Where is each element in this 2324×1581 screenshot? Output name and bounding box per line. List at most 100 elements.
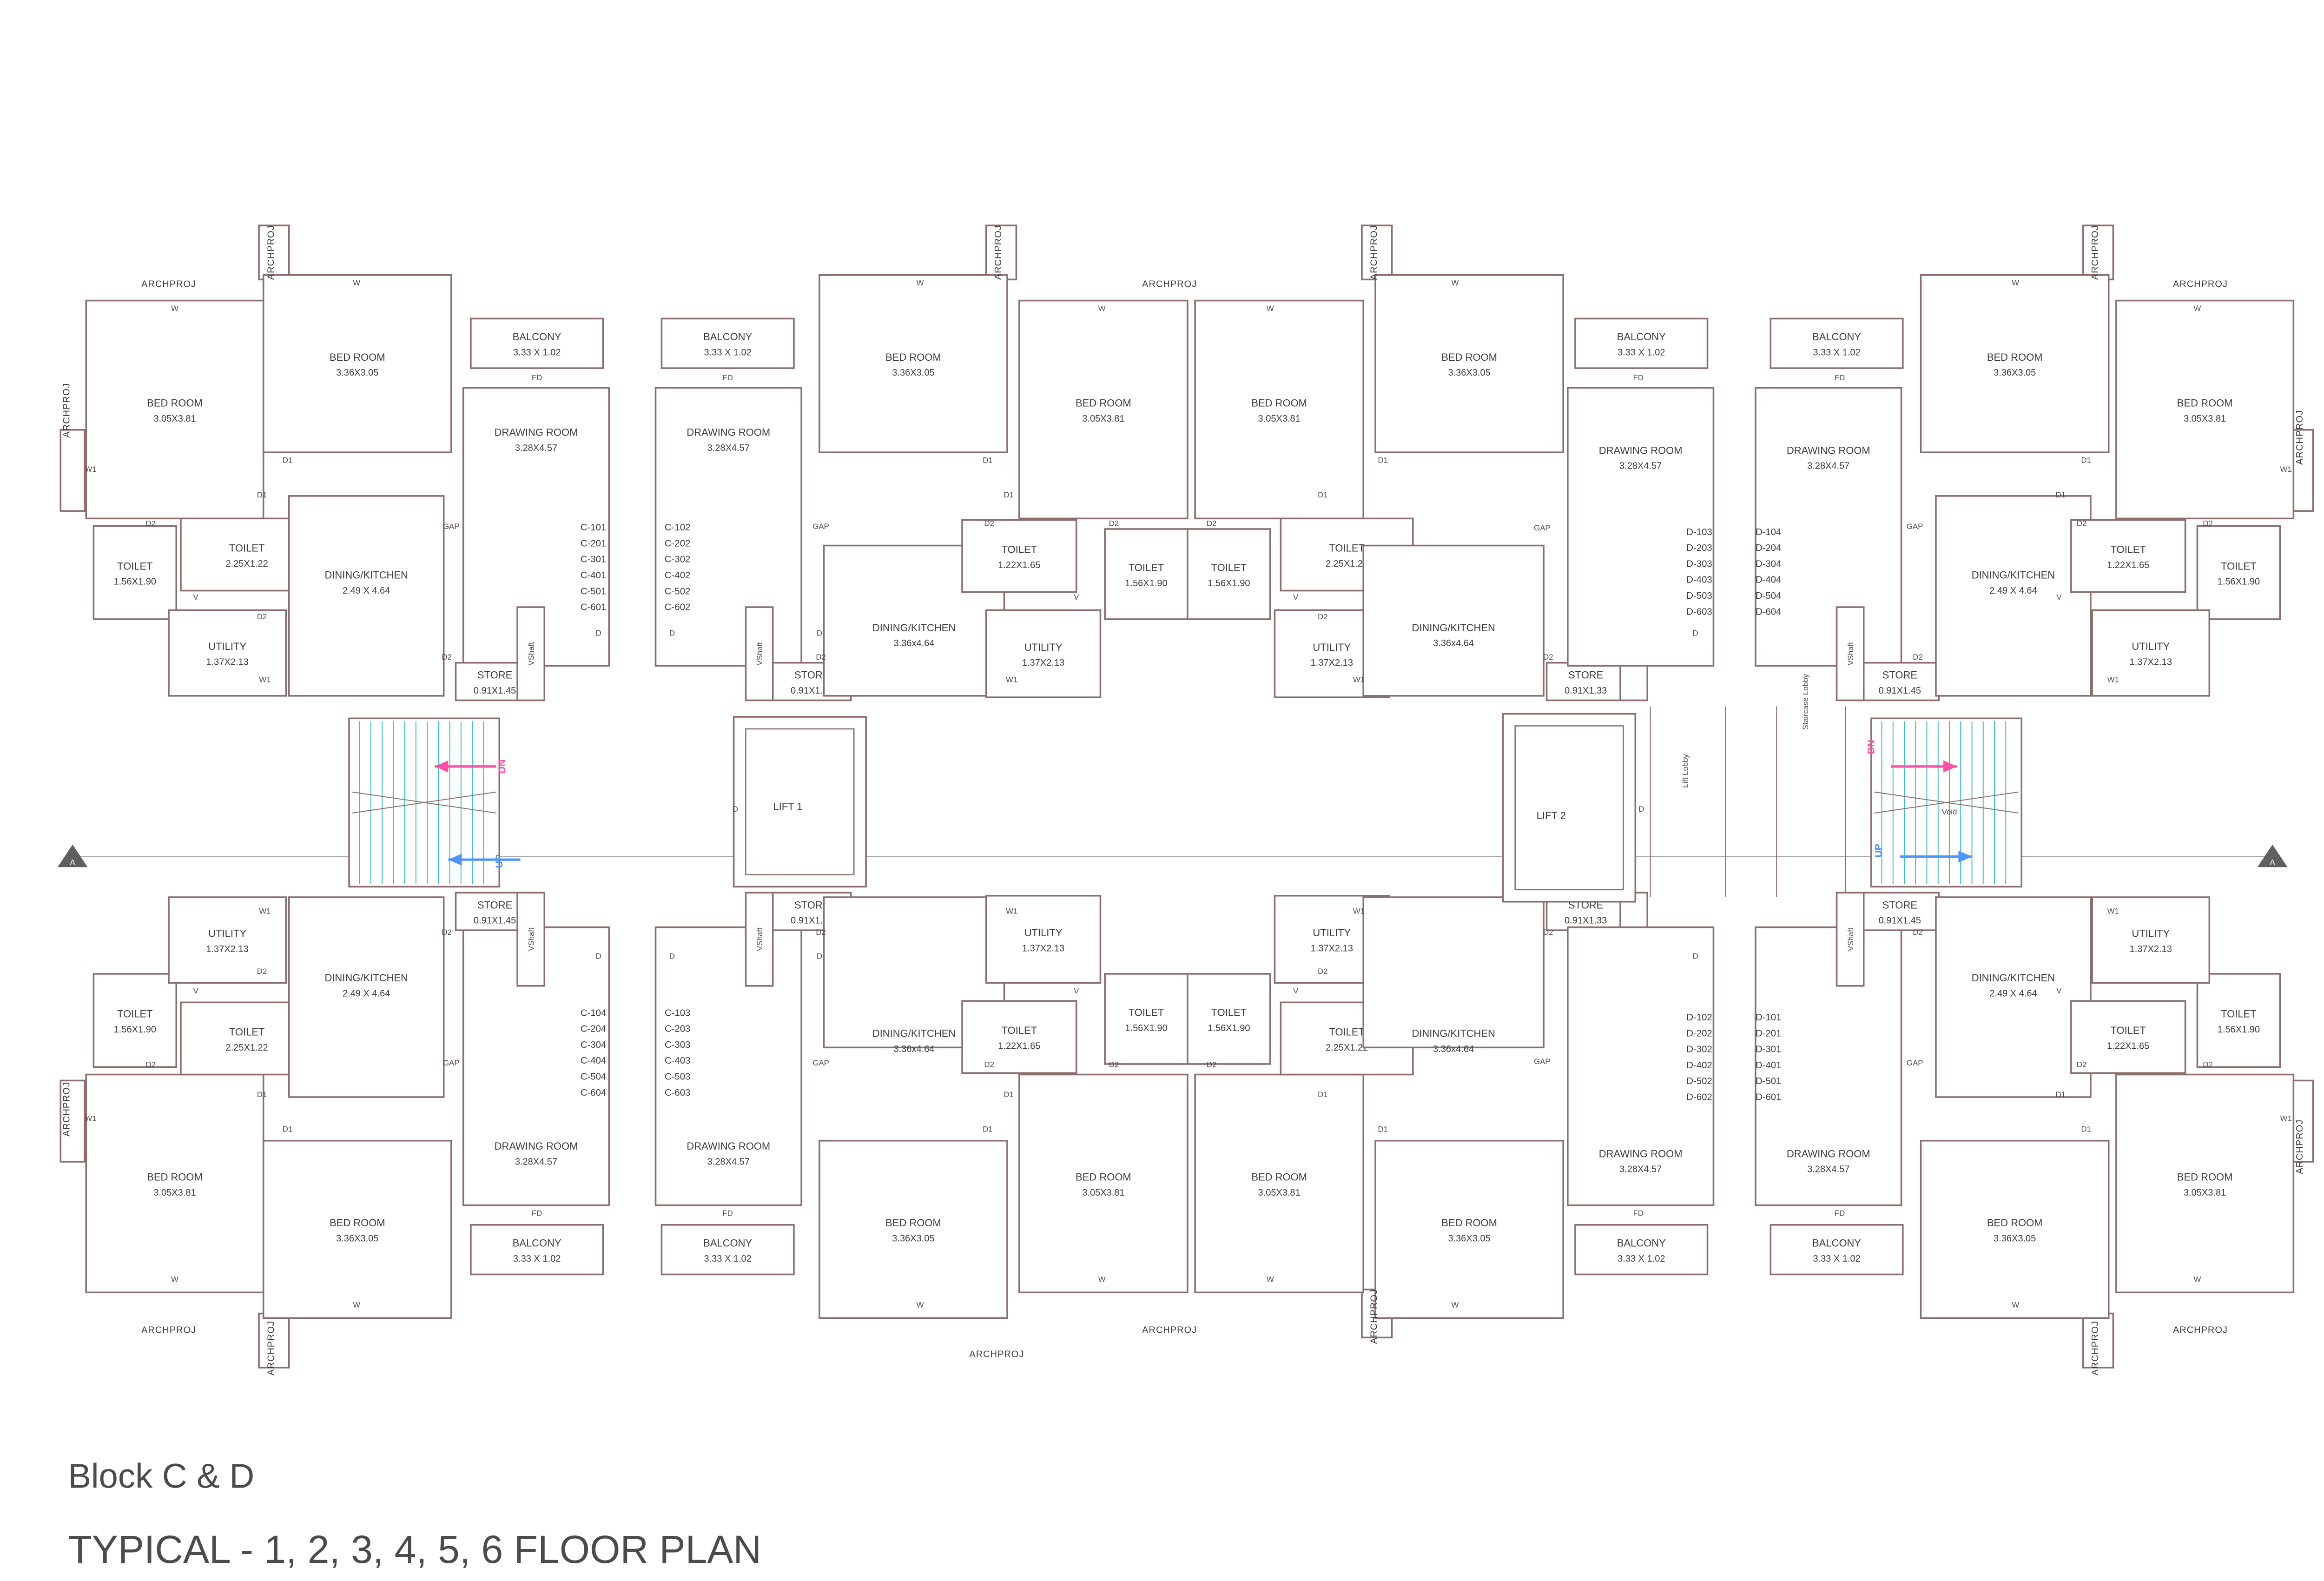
drawing-room-label: DRAWING ROOM xyxy=(495,427,578,438)
drawing-room-outline xyxy=(654,387,802,667)
bed-room-dimensions: 3.36X3.05 xyxy=(336,1233,378,1244)
drawing-room-dimensions: 3.28X4.57 xyxy=(515,1157,557,1167)
lift-label: LIFT 1 xyxy=(773,801,802,813)
small-label-d2: D2 xyxy=(1543,653,1553,662)
section-marker: A xyxy=(57,844,88,867)
bed-room-dimensions: 3.36X3.05 xyxy=(1994,368,2036,378)
dining-kitchen-label: DINING/KITCHEN xyxy=(1412,1028,1495,1039)
drawing-room-label: DRAWING ROOM xyxy=(687,1140,770,1152)
small-label-fd: FD xyxy=(722,373,733,382)
lift-outline xyxy=(1502,713,1637,903)
unit-number: C-604 xyxy=(581,1088,606,1098)
balcony-outline xyxy=(1574,318,1709,369)
store-dimensions: 0.91X1.45 xyxy=(474,686,516,696)
bed-room-dimensions: 3.36X3.05 xyxy=(1448,1233,1490,1244)
unit-number: D-302 xyxy=(1686,1045,1712,1055)
drawing-room-outline xyxy=(654,926,802,1206)
unit-number: C-503 xyxy=(665,1072,690,1082)
lobby-label: Void xyxy=(1942,807,1957,816)
drawing-room-outline xyxy=(1567,387,1715,667)
small-label-d: D xyxy=(733,805,738,814)
toilet-outline xyxy=(1187,973,1271,1065)
balcony-label: BALCONY xyxy=(1812,331,1861,343)
store-label: STORE xyxy=(477,899,512,911)
small-label-gap: GAP xyxy=(1907,522,1923,531)
archproj-label-vertical: ARCHPROJ xyxy=(266,225,276,280)
small-label-d2: D2 xyxy=(146,519,156,528)
small-label-fd: FD xyxy=(1835,373,1845,382)
bed-room-label: BED ROOM xyxy=(330,351,385,363)
store-dimensions: 0.91X1.33 xyxy=(791,686,833,696)
small-label-d: D xyxy=(596,952,601,961)
drawing-room-dimensions: 3.28X4.57 xyxy=(1619,461,1662,471)
toilet-dimensions: 1.56X1.90 xyxy=(114,1025,156,1035)
utility-outline xyxy=(2091,609,2211,697)
small-label-w: W xyxy=(2194,1275,2201,1284)
small-label-gap: GAP xyxy=(1534,1057,1550,1066)
store-dimensions: 0.91X1.33 xyxy=(1565,686,1607,696)
archproj-tab xyxy=(985,225,1017,281)
store-dimensions: 0.91X1.45 xyxy=(474,916,516,926)
dining-kitchen-outline xyxy=(288,896,445,1098)
dining-kitchen-label: DINING/KITCHEN xyxy=(1972,972,2055,984)
dn-arrow-head xyxy=(435,760,449,773)
bed-room-label: BED ROOM xyxy=(1987,351,2043,363)
plan-title-floors: TYPICAL - 1, 2, 3, 4, 5, 6 FLOOR PLAN xyxy=(68,1528,761,1571)
section-marker-triangle xyxy=(57,844,88,867)
balcony-label: BALCONY xyxy=(1812,1237,1861,1249)
bed-room: BED ROOM 3.36X3.05 xyxy=(1920,274,2110,453)
toilet-label: TOILET xyxy=(117,1008,153,1020)
store-outline xyxy=(1545,662,1626,701)
small-label-d2: D2 xyxy=(1109,1060,1119,1069)
toilet-dimensions: 1.22X1.65 xyxy=(998,560,1040,570)
dining-kitchen-dimensions: 3.36x4.64 xyxy=(894,1044,935,1054)
small-label-w1: W1 xyxy=(85,465,96,474)
small-label-d: D xyxy=(596,629,601,638)
toilet-outline xyxy=(92,525,178,620)
small-label-d2: D2 xyxy=(1318,612,1327,621)
archproj-label: ARCHPROJ xyxy=(141,1325,196,1336)
toilet-label: TOILET xyxy=(229,1026,265,1038)
small-label-w: W xyxy=(353,1301,360,1310)
store-label: STORE xyxy=(1882,669,1917,681)
lobby-label: Staircase Lobby xyxy=(1801,674,1810,730)
archproj-label-vertical: ARCHPROJ xyxy=(2090,225,2100,280)
store-dimensions: 0.91X1.33 xyxy=(1565,916,1607,926)
bed-room-dimensions: 3.36X3.05 xyxy=(892,1233,934,1244)
bed-room-label: BED ROOM xyxy=(1987,1217,2043,1229)
utility-outline xyxy=(2091,896,2211,984)
toilet-dimensions: 2.25X1.22 xyxy=(1326,559,1368,569)
dining-kitchen-outline xyxy=(288,495,445,697)
small-label-d1: D1 xyxy=(1318,1090,1327,1099)
utility-label: UTILITY xyxy=(1024,642,1063,653)
small-label-v: V xyxy=(1074,593,1079,602)
dining-kitchen-label: DINING/KITCHEN xyxy=(324,569,408,581)
toilet-outline xyxy=(961,519,1077,593)
unit-number: D-604 xyxy=(1756,607,1781,617)
unit-number: D-201 xyxy=(1756,1028,1781,1039)
utility-dimensions: 1.37X2.13 xyxy=(206,944,248,954)
stair-break-line xyxy=(1874,791,2019,814)
small-label-w: W xyxy=(917,278,924,287)
bed-room-label: BED ROOM xyxy=(1076,1171,1131,1183)
small-label-w: W xyxy=(1451,1301,1459,1310)
bed-room-dimensions: 3.05X3.81 xyxy=(2184,1188,2226,1198)
drawing-room-dimensions: 3.28X4.57 xyxy=(707,443,750,453)
small-label-v: V xyxy=(1074,986,1079,995)
toilet-dimensions: 1.56X1.90 xyxy=(1125,1023,1167,1033)
